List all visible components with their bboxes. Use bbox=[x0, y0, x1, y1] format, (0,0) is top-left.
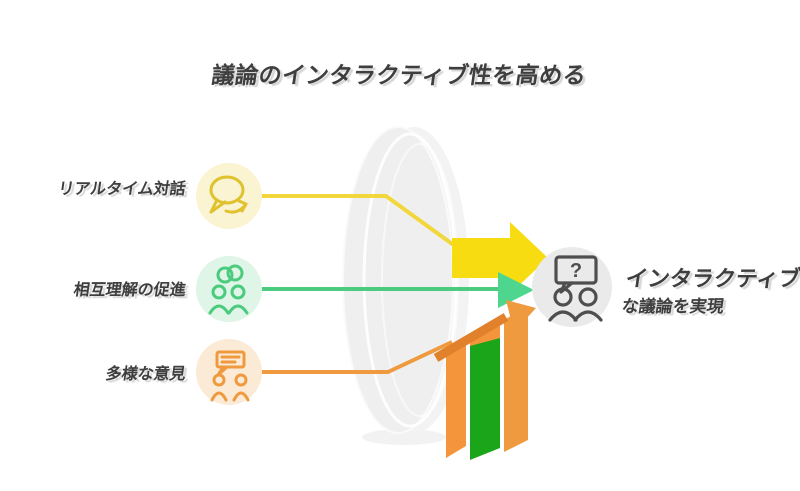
result-circle: ? bbox=[532, 247, 612, 327]
item-circle-diverse-opinions bbox=[196, 339, 262, 405]
yellow-connector bbox=[262, 194, 548, 294]
growth-arrow-shaft bbox=[433, 313, 509, 362]
green-connector bbox=[262, 272, 534, 308]
item-circle-mutual-understanding bbox=[196, 256, 262, 322]
item-circle-realtime bbox=[196, 163, 262, 229]
item-label-realtime: リアルタイム対話 bbox=[56, 181, 187, 198]
growth-arrow-head bbox=[506, 300, 536, 332]
item-label-diverse-opinions: 多様な意見 bbox=[104, 366, 187, 383]
growth-bars bbox=[433, 300, 536, 460]
page-title: 議論のインタラクティブ性を高める bbox=[209, 62, 589, 88]
item-label-mutual-understanding: 相互理解の促進 bbox=[72, 282, 187, 299]
question-discussion-icon: ? bbox=[548, 255, 603, 322]
chat-arrow-icon bbox=[209, 175, 248, 214]
orange-connector bbox=[262, 340, 453, 374]
result-label-line2: な議論を実現 bbox=[620, 297, 726, 316]
result-label-line1: インタラクティブ bbox=[624, 266, 800, 291]
people-discussion-icon bbox=[210, 350, 250, 402]
question-mark: ? bbox=[570, 260, 582, 282]
people-rings-icon bbox=[208, 264, 249, 315]
